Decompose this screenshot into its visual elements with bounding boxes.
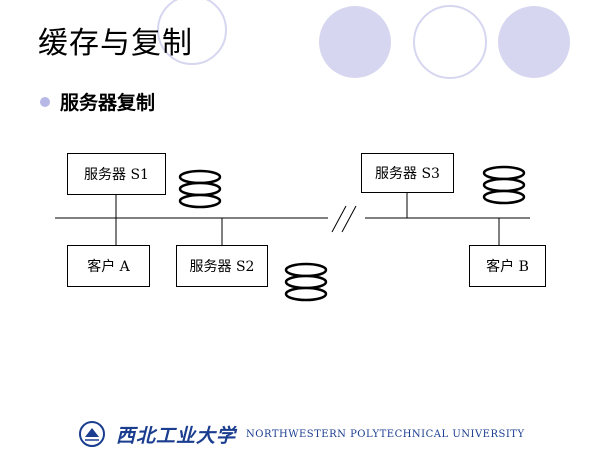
university-logo-icon (79, 421, 105, 447)
node-server-s2: 服务器 S2 (176, 245, 268, 287)
decor-circle (157, 0, 227, 65)
slide-title: 缓存与复制 (38, 26, 193, 61)
disk-stack-icon (284, 262, 328, 302)
disk-stack-icon (178, 169, 222, 209)
bullet-text: 服务器复制 (60, 92, 156, 114)
footer: 西北工业大学 NORTHWESTERN POLYTECHNICAL UNIVER… (78, 420, 525, 448)
node-client-a: 客户 A (67, 245, 150, 287)
decor-circle (498, 6, 570, 78)
network-break-mark (341, 205, 357, 233)
node-client-b: 客户 B (469, 245, 546, 287)
university-name-en: NORTHWESTERN POLYTECHNICAL UNIVERSITY (246, 428, 525, 440)
bullet-dot-icon (40, 96, 50, 107)
node-server-s3: 服务器 S3 (361, 153, 454, 193)
bullet-item: 服务器复制 (40, 88, 155, 115)
node-server-s1: 服务器 S1 (67, 153, 166, 195)
decor-circle (413, 5, 487, 79)
decor-circle (319, 6, 391, 78)
university-name-cn: 西北工业大学 (116, 424, 237, 447)
network-break-mark (331, 205, 347, 233)
disk-stack-icon (482, 165, 526, 205)
